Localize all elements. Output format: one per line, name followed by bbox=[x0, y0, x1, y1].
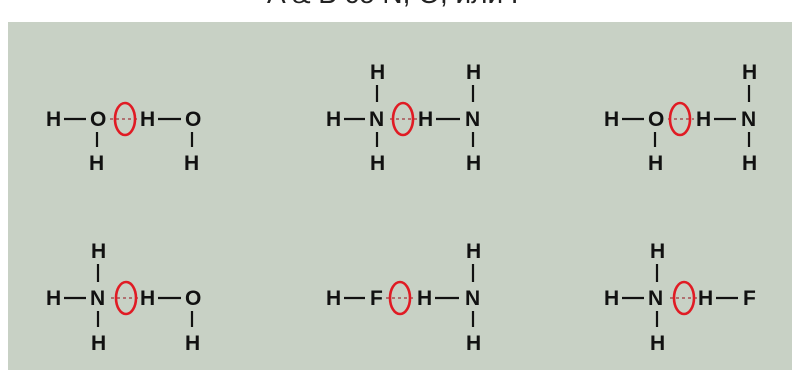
pair-water-ammonia: H O H H H N H bbox=[604, 61, 757, 175]
atom-o: O bbox=[185, 108, 201, 131]
atom-h: H bbox=[140, 287, 155, 310]
atom-h: H bbox=[46, 287, 61, 310]
diagram-panel bbox=[8, 22, 792, 370]
pair-ammonia-ammonia: H H N H H H N H bbox=[326, 61, 481, 175]
atom-o: O bbox=[90, 108, 106, 131]
pair-ammonia-water: H H N H H O H bbox=[46, 240, 201, 355]
atom-h: H bbox=[91, 332, 106, 355]
atom-h: H bbox=[326, 287, 341, 310]
hydrogen-bond-highlight bbox=[391, 101, 415, 137]
pair-hf-ammonia: H F H H N H bbox=[326, 240, 481, 355]
atom-h: H bbox=[696, 108, 711, 131]
atom-h: H bbox=[742, 152, 757, 175]
atom-h: H bbox=[418, 108, 433, 131]
atom-n: N bbox=[741, 108, 756, 131]
atom-h: H bbox=[466, 240, 481, 263]
atom-n: N bbox=[90, 287, 105, 310]
pair-water-water: H O H H O H bbox=[46, 101, 201, 175]
atom-h: H bbox=[466, 332, 481, 355]
atom-n: N bbox=[369, 108, 384, 131]
atom-o: O bbox=[185, 287, 201, 310]
atom-h: H bbox=[648, 152, 663, 175]
atom-h: H bbox=[326, 108, 341, 131]
atom-n: N bbox=[465, 287, 480, 310]
hydrogen-bond-highlight bbox=[114, 280, 138, 316]
atom-f: F bbox=[743, 287, 756, 310]
atom-h: H bbox=[604, 287, 619, 310]
atom-h: H bbox=[184, 152, 199, 175]
atom-o: O bbox=[648, 108, 664, 131]
atom-h: H bbox=[466, 152, 481, 175]
atom-h: H bbox=[466, 61, 481, 84]
atom-h: H bbox=[742, 61, 757, 84]
atom-h: H bbox=[91, 240, 106, 263]
atom-h: H bbox=[140, 108, 155, 131]
atom-n: N bbox=[465, 108, 480, 131]
atom-h: H bbox=[698, 287, 713, 310]
atom-h: H bbox=[650, 332, 665, 355]
atom-h: H bbox=[604, 108, 619, 131]
atom-h: H bbox=[46, 108, 61, 131]
hydrogen-bond-highlight bbox=[388, 280, 412, 316]
atom-h: H bbox=[89, 152, 104, 175]
header-title: A & B со N, O, или F bbox=[0, 0, 795, 10]
pair-ammonia-hf: H H N H H F bbox=[604, 240, 756, 355]
atom-h: H bbox=[650, 240, 665, 263]
atom-h: H bbox=[185, 332, 200, 355]
atom-h: H bbox=[370, 152, 385, 175]
atom-h: H bbox=[417, 287, 432, 310]
hydrogen-bond-highlight bbox=[113, 101, 137, 137]
atom-h: H bbox=[370, 61, 385, 84]
hydrogen-bond-diagram: H O H H O H H H N H H H bbox=[46, 61, 757, 355]
hydrogen-bond-highlight bbox=[668, 101, 692, 137]
hydrogen-bond-highlight bbox=[672, 280, 696, 316]
atom-n: N bbox=[648, 287, 663, 310]
atom-f: F bbox=[370, 287, 383, 310]
